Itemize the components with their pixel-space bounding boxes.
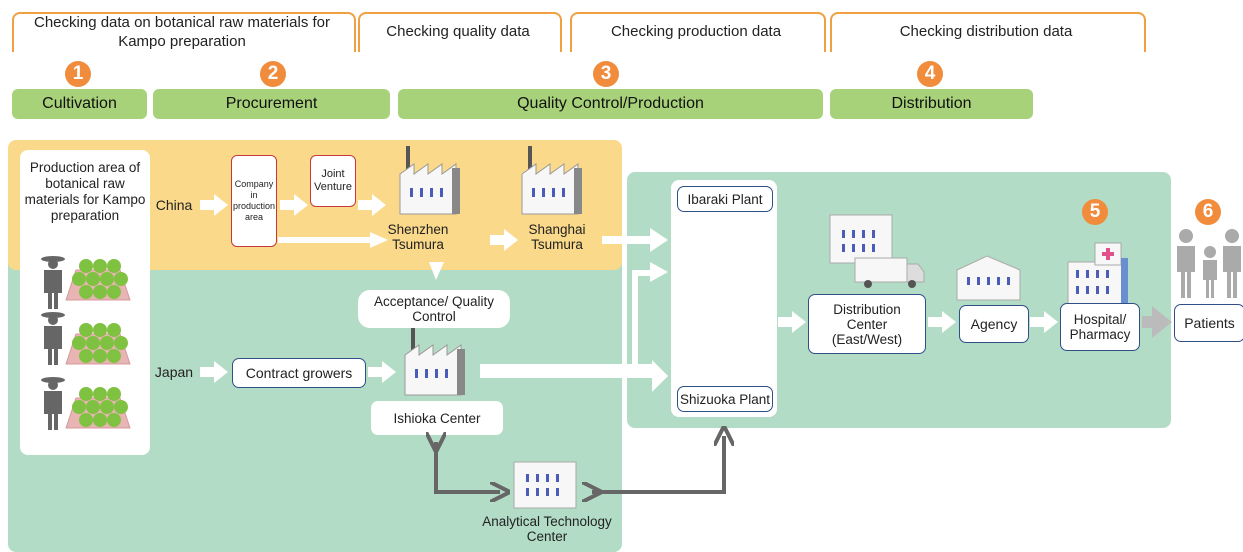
hospital-building-icon <box>1067 242 1128 309</box>
arrow-china-to-company <box>200 194 228 216</box>
joint-venture-label: Joint Venture <box>314 168 352 193</box>
check-label-distribution: Checking distribution data <box>899 23 1073 40</box>
arrow-shenzhen-to-shanghai <box>490 229 518 251</box>
stage-quality-control-production: Quality Control/Production <box>398 89 823 119</box>
arrow-hospital-to-patients <box>1142 306 1172 338</box>
arrow-contract-to-ishioka <box>368 361 396 383</box>
patients-node: Patients <box>1174 304 1243 342</box>
check-bracket-production <box>570 12 826 52</box>
arrow-company-to-shenzhen <box>278 232 388 248</box>
arrow-ishioka-to-ibaraki <box>480 262 668 371</box>
arrow-plants-to-distribution <box>778 311 806 333</box>
arrow-distribution-to-agency <box>928 311 956 333</box>
check-bracket-raw-materials <box>12 12 356 52</box>
shanghai-tsumura-label: Shanghai Tsumura <box>528 222 586 252</box>
arrow-shanghai-to-ibaraki <box>602 228 668 252</box>
distribution-warehouse-icon <box>829 214 893 264</box>
contract-growers-node: Contract growers <box>232 358 366 388</box>
check-label-raw-materials: Checking data on botanical raw materials… <box>34 14 330 50</box>
arrow-jv-to-shenzhen <box>358 194 386 216</box>
shenzhen-tsumura-label: Shenzhen Tsumura <box>387 222 449 252</box>
analytical-technology-center-label: Analytical Technology Center <box>482 514 612 544</box>
stage-number-5: 5 <box>1082 199 1108 225</box>
analytical-center-building-icon <box>513 461 577 509</box>
stage-number-2: 2 <box>260 61 286 87</box>
arrow-ishioka-to-shizuoka <box>480 360 668 392</box>
check-bracket-quality <box>358 12 562 52</box>
company-in-production-area-label: Company in production area <box>232 179 276 222</box>
check-label-production: Checking production data <box>610 23 782 40</box>
stage-number-4: 4 <box>917 61 943 87</box>
china-label: China <box>155 197 193 213</box>
acceptance-quality-control: Acceptance/ Quality Control <box>358 290 510 328</box>
company-in-production-area: Company in production area <box>231 155 277 247</box>
distribution-center-node: Distribution Center (East/West) <box>808 294 926 354</box>
stage-procurement: Procurement <box>153 89 390 119</box>
shizuoka-plant-node: Shizuoka Plant <box>677 386 773 412</box>
japan-label: Japan <box>154 364 194 380</box>
joint-venture: Joint Venture <box>310 155 356 207</box>
stage-distribution: Distribution <box>830 89 1033 119</box>
ibaraki-plant-node: Ibaraki Plant <box>677 186 773 212</box>
check-label-quality: Checking quality data <box>386 23 530 40</box>
arrow-analytical-plants-link <box>592 436 724 492</box>
patients-family-icon <box>1177 229 1241 298</box>
stage-number-1: 1 <box>65 61 91 87</box>
arrow-ishioka-analytical-link <box>436 442 500 492</box>
ishioka-center-node: Ishioka Center <box>371 401 503 435</box>
agency-building-icon <box>956 255 1021 301</box>
plants-panel <box>671 180 777 417</box>
hospital-pharmacy-node: Hospital/ Pharmacy <box>1060 303 1140 351</box>
arrow-japan-to-contract <box>200 361 228 383</box>
stage-number-6: 6 <box>1195 199 1221 225</box>
stage-cultivation: Cultivation <box>12 89 147 119</box>
production-area-label: Production area of botanical raw materia… <box>24 160 146 223</box>
truck-icon <box>854 257 925 288</box>
agency-node: Agency <box>959 305 1029 343</box>
check-bracket-distribution <box>830 12 1146 52</box>
stage-number-3: 3 <box>593 61 619 87</box>
arrow-shenzhen-to-acceptance <box>429 262 444 280</box>
arrow-company-to-jv <box>280 194 308 216</box>
arrow-agency-to-hospital <box>1030 311 1058 333</box>
